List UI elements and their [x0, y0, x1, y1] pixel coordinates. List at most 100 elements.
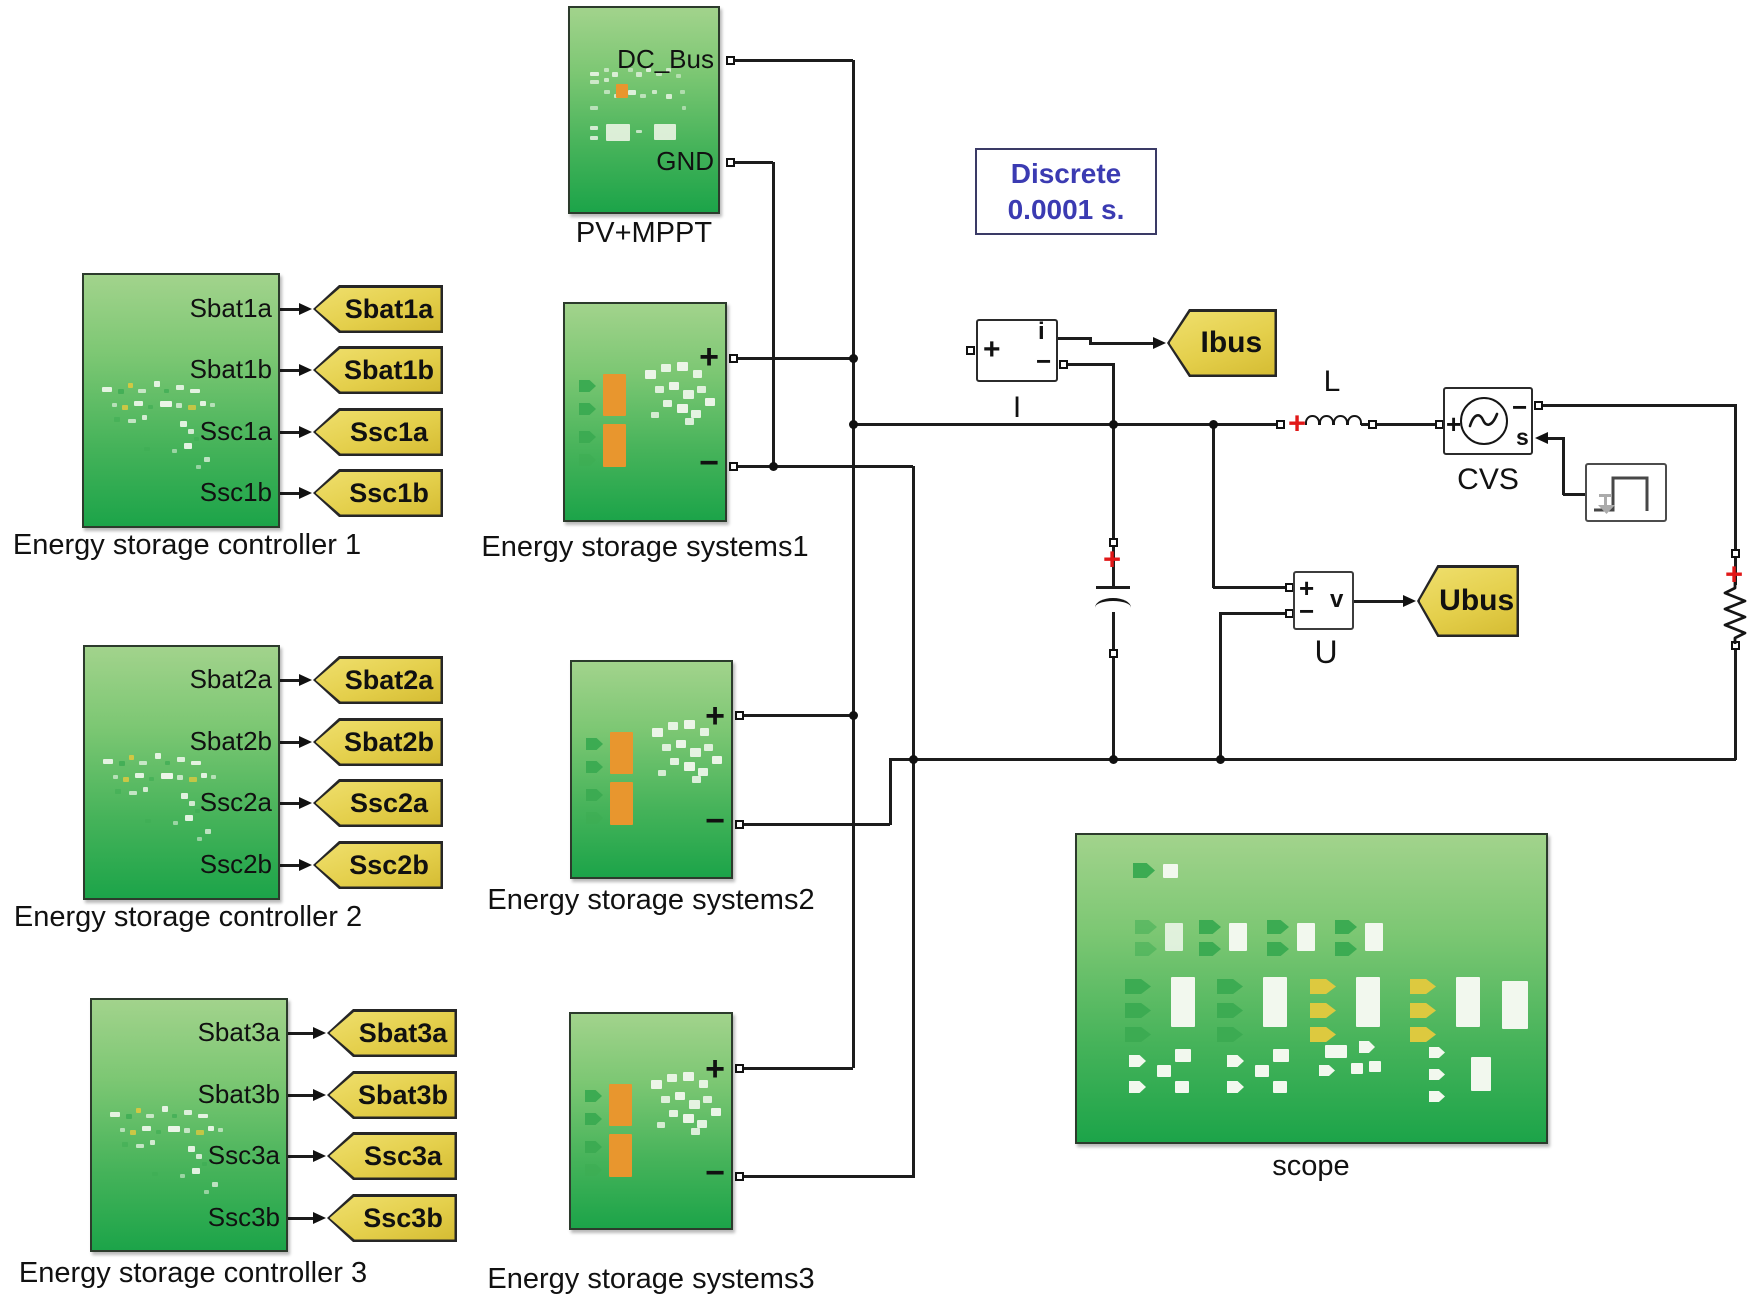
junction-dot — [1108, 419, 1118, 429]
connection-port — [734, 819, 744, 829]
goto-tag-label: Sbat2a — [344, 664, 434, 695]
thumbnail-shape — [585, 1164, 602, 1176]
wire-segment — [280, 308, 304, 311]
wire-segment — [280, 802, 304, 805]
thumbnail-shape — [102, 387, 112, 392]
goto-tag-ibus[interactable]: Ibus — [1167, 309, 1277, 377]
thumbnail-shape — [161, 773, 173, 779]
thumbnail-shape — [586, 789, 603, 801]
arrowhead-icon — [299, 426, 312, 438]
pv-port-gnd-label: GND — [656, 146, 714, 176]
thumbnail-shape — [1429, 1091, 1445, 1102]
thumbnail-shape — [1165, 923, 1183, 951]
energy-storage-controller-3-block[interactable] — [90, 998, 288, 1252]
thumbnail-shape — [1255, 1065, 1269, 1077]
thumbnail-shape — [1125, 1027, 1151, 1042]
thumbnail-shape — [164, 389, 169, 393]
thumbnail-shape — [176, 403, 182, 408]
thumbnail-shape — [173, 821, 178, 825]
energy-storage-controller-1-block[interactable] — [82, 273, 280, 528]
thumbnail-shape — [184, 443, 192, 449]
goto-tag-ubus[interactable]: Ubus — [1417, 565, 1519, 637]
thumbnail-shape — [579, 431, 596, 443]
goto-tag-sbat1b[interactable]: Sbat1b — [313, 346, 443, 394]
thumbnail-shape — [685, 418, 694, 425]
goto-tag-sbat2b[interactable]: Sbat2b — [313, 718, 443, 766]
thumbnail-shape — [1125, 1003, 1151, 1018]
thumbnail-shape — [1175, 1049, 1191, 1062]
energy-storage-systems3-block[interactable] — [569, 1012, 733, 1230]
port-label: Sbat2b — [189, 726, 272, 756]
wire-segment — [1066, 363, 1113, 366]
thumbnail-shape — [656, 72, 662, 76]
energy-storage-systems2-block[interactable] — [570, 660, 733, 879]
thumbnail-shape — [1227, 1055, 1244, 1067]
wire-segment — [735, 465, 913, 468]
goto-tag-label: Sbat1b — [344, 354, 435, 385]
wire-segment — [288, 1217, 318, 1220]
goto-tag-ssc3a[interactable]: Ssc3a — [327, 1132, 457, 1180]
step-source-block[interactable] — [1585, 463, 1667, 522]
thumbnail-shape — [690, 748, 701, 757]
thumbnail-shape — [1410, 1003, 1436, 1018]
thumbnail-shape — [160, 401, 172, 407]
thumbnail-shape — [590, 126, 598, 130]
wire-segment — [1734, 405, 1737, 555]
goto-tag-ssc3b[interactable]: Ssc3b — [327, 1194, 457, 1242]
inductor-caption: L — [1323, 365, 1341, 398]
thumbnail-shape — [145, 819, 151, 823]
thumbnail-shape — [1297, 923, 1315, 951]
junction-dot — [848, 710, 858, 720]
thumbnail-shape — [136, 1144, 144, 1148]
junction-dot — [848, 353, 858, 363]
thumbnail-shape — [1229, 923, 1247, 951]
goto-tag-ssc1b[interactable]: Ssc1b — [313, 469, 443, 517]
goto-tag-sbat3a[interactable]: Sbat3a — [327, 1009, 457, 1057]
thumbnail-shape — [184, 1110, 192, 1115]
wire-segment — [741, 823, 890, 826]
energy-storage-systems1-block[interactable] — [563, 302, 727, 522]
energy-storage-controller-2-block[interactable] — [83, 645, 280, 900]
resistor-zigzag — [1723, 582, 1747, 644]
thumbnail-shape — [666, 68, 671, 72]
capacitor-plate-bottom — [1095, 598, 1131, 617]
thumbnail-shape — [1175, 1081, 1189, 1093]
i-plus-label: + — [983, 333, 1001, 366]
thumbnail-shape — [148, 405, 153, 409]
thumbnail-shape — [204, 1190, 209, 1194]
junction-dot — [848, 419, 858, 429]
goto-tag-sbat2a[interactable]: Sbat2a — [313, 656, 443, 704]
connection-port — [734, 710, 744, 720]
goto-tag-ssc2b[interactable]: Ssc2b — [313, 841, 443, 889]
scope-subsystem-block[interactable] — [1075, 833, 1548, 1144]
thumbnail-shape — [128, 383, 133, 388]
goto-tag-ssc2a[interactable]: Ssc2a — [313, 779, 443, 827]
controller-2-caption: Energy storage controller 2 — [13, 901, 363, 933]
minus-port-label: − — [699, 444, 719, 482]
wire-segment — [1213, 586, 1287, 589]
goto-tag-label: Ssc3b — [363, 1202, 443, 1233]
thumbnail-shape — [697, 1120, 707, 1128]
goto-tag-sbat1a[interactable]: Sbat1a — [313, 285, 443, 333]
goto-tag-ssc1a[interactable]: Ssc1a — [313, 408, 443, 456]
arrowhead-icon — [313, 1027, 326, 1039]
thumbnail-shape — [188, 429, 194, 434]
goto-tag-label: Sbat3b — [358, 1079, 449, 1110]
port-label: Sbat3a — [197, 1017, 280, 1047]
current-measurement-block[interactable] — [976, 319, 1058, 382]
discrete-sample-time-annotation[interactable]: Discrete 0.0001 s. — [975, 148, 1157, 235]
thumbnail-shape — [201, 773, 207, 778]
thumbnail-shape — [662, 744, 671, 751]
goto-tag-label: Sbat2b — [344, 726, 435, 757]
inductor-coil — [1333, 415, 1348, 425]
systems3-caption: Energy storage systems3 — [487, 1263, 815, 1295]
thumbnail-shape — [115, 789, 121, 794]
pv-mppt-block[interactable] — [568, 6, 720, 214]
voltage-measurement-block[interactable] — [1293, 571, 1354, 630]
thumbnail-shape — [198, 1114, 208, 1118]
thumbnail-shape — [200, 401, 206, 406]
goto-tag-sbat3b[interactable]: Sbat3b — [327, 1071, 457, 1119]
arrowhead-icon — [313, 1212, 326, 1224]
wire-segment — [853, 423, 1280, 426]
thumbnail-shape — [1263, 977, 1287, 1027]
